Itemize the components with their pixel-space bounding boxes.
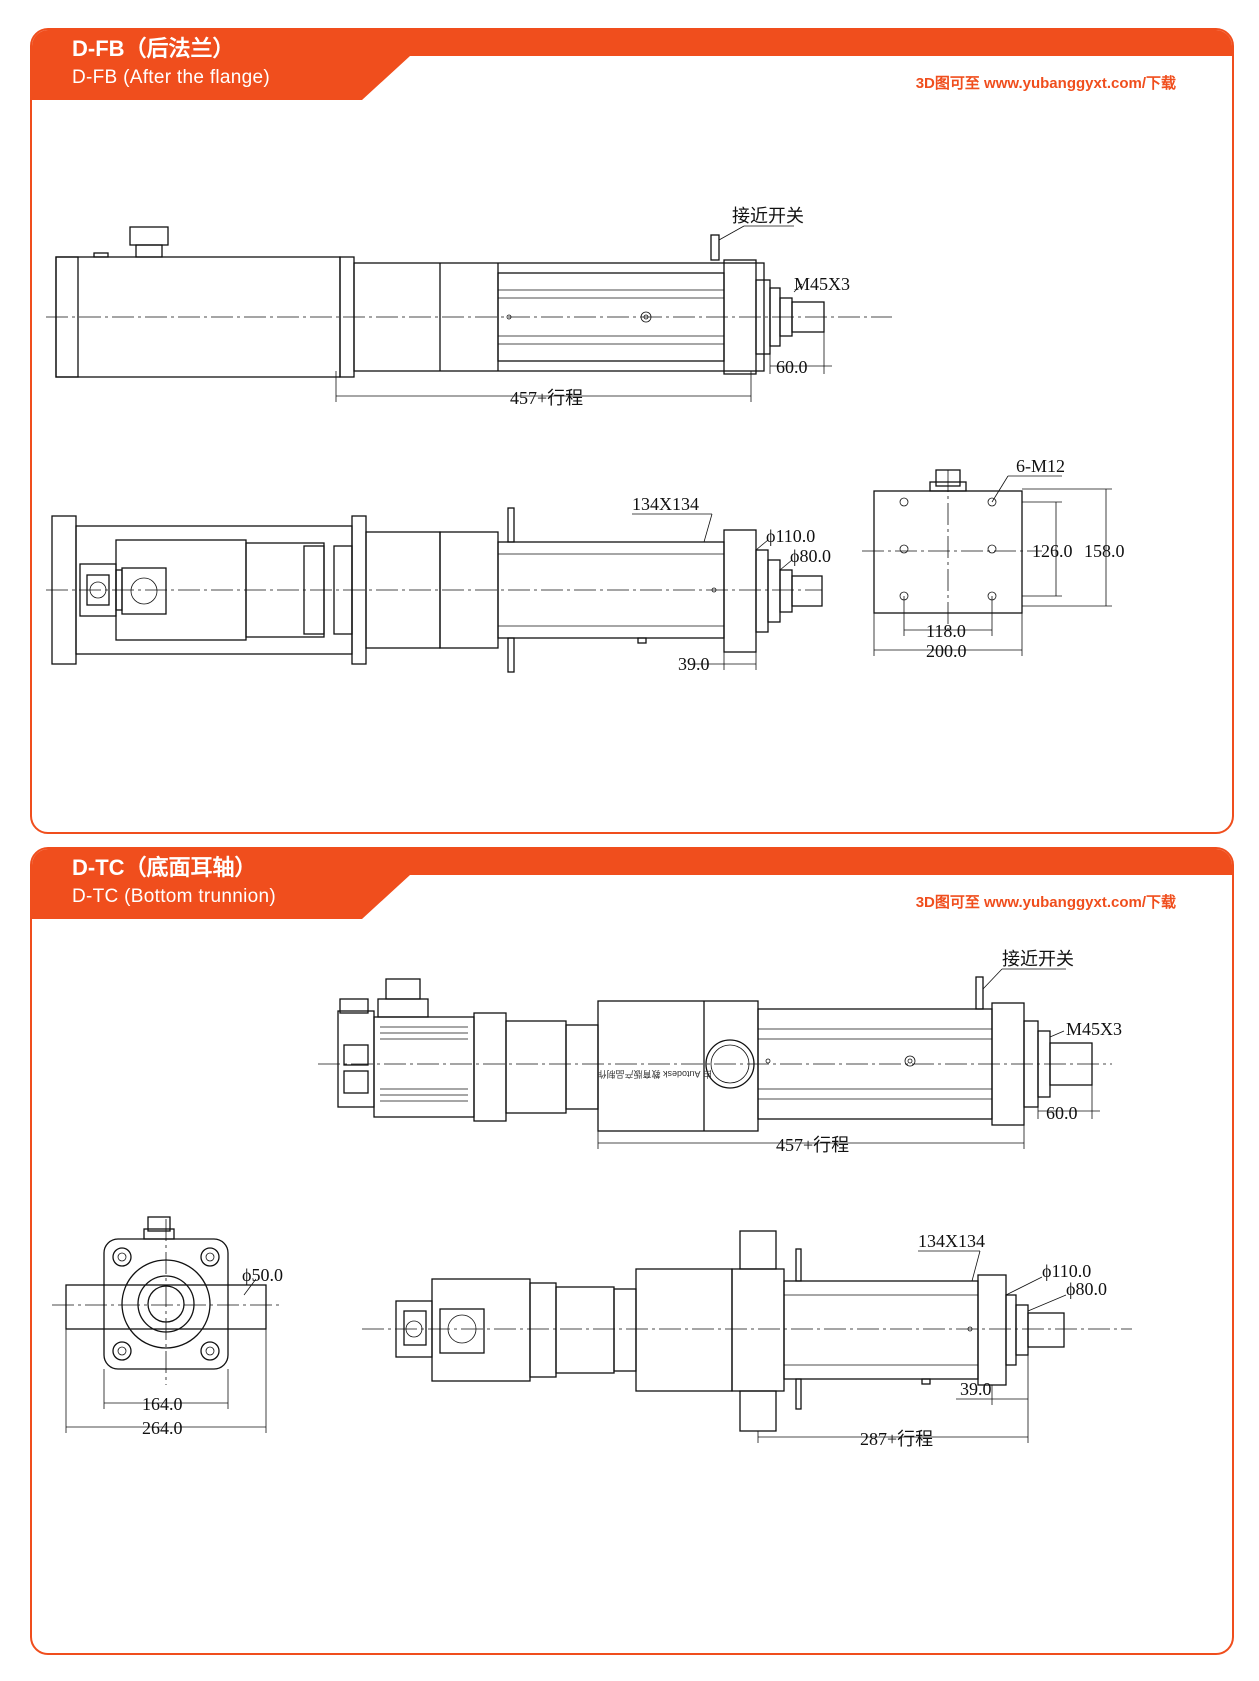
label-height: 158.0 xyxy=(1084,541,1125,561)
end-view: 6-M12 126.0 158.0 118.0 200.0 xyxy=(862,456,1125,661)
panel-subtitle: D-TC (Bottom trunnion) xyxy=(72,886,277,907)
label-pitch-v: 126.0 xyxy=(1032,541,1073,561)
label-flange: 39.0 xyxy=(678,654,710,674)
label-dia1: ϕ110.0 xyxy=(766,526,815,546)
panel-title: D-TC（底面耳轴） xyxy=(72,855,257,880)
label-flange: 39.0 xyxy=(960,1379,992,1399)
label-pitch-h: 118.0 xyxy=(926,621,966,641)
side-view: 由 Autodesk 教育版产品制作 接近开关 M45X3 xyxy=(318,949,1122,1155)
technical-drawing-d-tc: 由 Autodesk 教育版产品制作 接近开关 M45X3 xyxy=(52,949,1132,1449)
label-trunnion-dia: ϕ50.0 xyxy=(242,1265,283,1285)
label-dia2: ϕ80.0 xyxy=(790,546,831,566)
panel-subtitle: D-FB (After the flange) xyxy=(72,67,271,88)
panel-header-band xyxy=(32,849,1232,919)
side-view: 接近开关 M45X3 60.0 457+行程 xyxy=(46,206,892,408)
end-view: ϕ50.0 164.0 264.0 xyxy=(52,1216,283,1438)
label-square: 134X134 xyxy=(632,494,699,514)
label-dia1: ϕ110.0 xyxy=(1042,1261,1091,1281)
label-width: 200.0 xyxy=(926,641,967,661)
download-link[interactable]: 3D图可至 www.yubanggyxt.com/下载 xyxy=(915,894,1176,911)
download-link[interactable]: 3D图可至 www.yubanggyxt.com/下载 xyxy=(915,75,1176,92)
top-view: 134X134 ϕ110.0 ϕ80.0 39.0 287+行程 xyxy=(362,1230,1132,1449)
label-pivot: 287+行程 xyxy=(860,1429,933,1449)
top-view: 134X134 ϕ110.0 ϕ80.0 39.0 xyxy=(46,494,831,674)
panel-d-tc: D-TC（底面耳轴） D-TC (Bottom trunnion) 3D图可至 … xyxy=(30,847,1234,1655)
label-sensor: 接近开关 xyxy=(732,206,804,226)
label-square: 134X134 xyxy=(918,1231,985,1251)
panel-header-band xyxy=(32,30,1232,100)
label-length: 457+行程 xyxy=(776,1135,849,1155)
label-width: 264.0 xyxy=(142,1418,183,1438)
label-length: 457+行程 xyxy=(510,388,583,408)
label-rod-ext: 60.0 xyxy=(1046,1103,1078,1123)
technical-drawing-d-fb: 接近开关 M45X3 60.0 457+行程 xyxy=(46,206,1125,674)
label-thread: M45X3 xyxy=(794,274,850,294)
label-dia2: ϕ80.0 xyxy=(1066,1279,1107,1299)
panel-title: D-FB（后法兰） xyxy=(72,36,235,61)
label-pitch: 164.0 xyxy=(142,1394,183,1414)
label-holes: 6-M12 xyxy=(1016,456,1065,476)
label-sensor: 接近开关 xyxy=(1002,949,1074,969)
label-thread: M45X3 xyxy=(1066,1019,1122,1039)
panel-d-fb: D-FB（后法兰） D-FB (After the flange) 3D图可至 … xyxy=(30,28,1234,834)
label-rod-ext: 60.0 xyxy=(776,357,808,377)
watermark-text: 由 Autodesk 教育版产品制作 xyxy=(597,1069,712,1080)
